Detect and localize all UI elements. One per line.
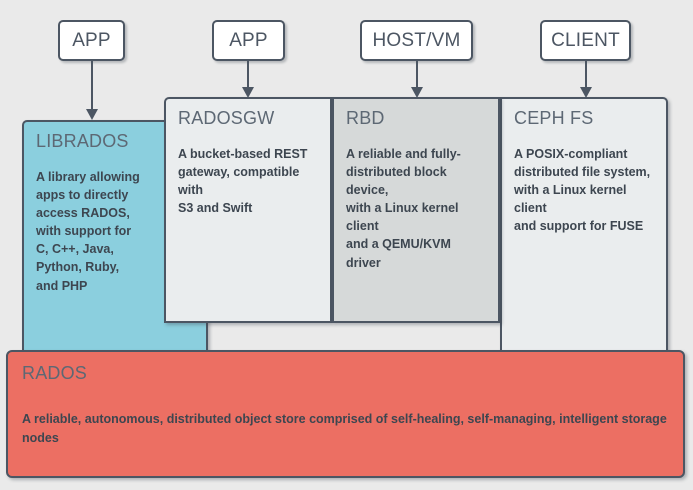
entity-label-client: CLIENT [551,29,620,51]
layer-desc-cephfs: A POSIX-compliant distributed file syste… [514,146,651,234]
arrow-app-to-librados [86,61,98,120]
arrow-app-to-radosgw [242,61,254,98]
entity-box-app-radosgw[interactable]: APP [212,20,285,61]
layer-desc-radosgw: A bucket-based REST gateway, compatible … [178,146,308,216]
layer-box-radosgw[interactable]: RADOSGW A bucket-based REST gateway, com… [164,97,332,323]
layer-desc-rados: A reliable, autonomous, distributed obje… [22,411,667,445]
layer-title-radosgw: RADOSGW [178,108,275,128]
layer-title-librados: LIBRADOS [36,131,129,151]
entity-label-app-librados: APP [72,29,111,51]
entity-box-host-vm[interactable]: HOST/VM [360,20,473,61]
entity-box-client[interactable]: CLIENT [540,20,631,61]
layer-title-rados: RADOS [22,363,88,383]
layer-desc-librados: A library allowing apps to directly acce… [36,169,140,293]
entity-label-host-vm: HOST/VM [372,29,461,51]
layer-desc-rbd: A reliable and fully- distributed block … [346,146,461,270]
arrow-client-to-cephfs [580,61,592,98]
layer-box-rados[interactable]: RADOS A reliable, autonomous, distribute… [6,350,685,478]
layer-box-rbd[interactable]: RBD A reliable and fully- distributed bl… [332,97,500,323]
arrow-host-vm-to-rbd [411,61,423,98]
layer-title-cephfs: CEPH FS [514,108,594,128]
layer-title-rbd: RBD [346,108,385,128]
entity-box-app-librados[interactable]: APP [58,20,125,61]
entity-label-app-radosgw: APP [229,29,268,51]
layer-box-cephfs[interactable]: CEPH FS A POSIX-compliant distributed fi… [500,97,668,373]
